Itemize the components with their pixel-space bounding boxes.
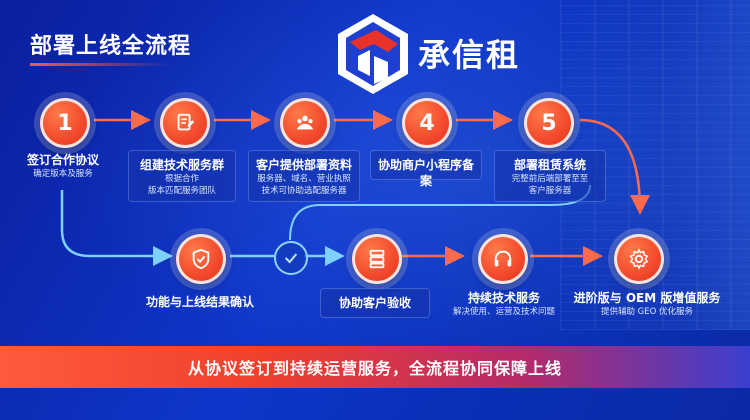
step-support-circle <box>478 234 528 284</box>
step-4-card: 协助商户小程序备案 <box>370 150 482 188</box>
step-3-sub2: 技术可协助选配服务器 <box>261 186 347 196</box>
step-2-sub2: 版本匹配服务团队 <box>147 186 216 196</box>
arrow-5-down <box>579 118 650 215</box>
step-advanced-circle <box>614 234 664 284</box>
step-acceptance-circle <box>352 234 402 284</box>
step-acceptance-title: 协助客户验收 <box>338 296 411 310</box>
step-support-label: 持续技术服务 解决使用、运营及技术问题 <box>442 290 566 318</box>
step-advanced-label: 进阶版与 OEM 版增值服务 提供辅助 GEO 优化服务 <box>572 290 722 318</box>
slogan-text: 从协议签订到持续运营服务，全流程协同保障上线 <box>187 359 562 378</box>
step-5-card: 部署租赁系统 完整前后端部署至至 客户服务器 <box>494 150 606 202</box>
step-support-title: 持续技术服务 <box>467 291 540 305</box>
document-edit-icon <box>177 113 195 131</box>
step-5-circle: 5 <box>524 98 574 148</box>
step-1-sub: 确定版本及服务 <box>33 169 93 179</box>
step-5-sub1: 完整前后端部署至至 <box>511 174 589 184</box>
step-3-card: 客户提供部署资料 服务器、域名、营业执照 技术可协助选配服务器 <box>248 150 360 202</box>
step-acceptance-card: 协助客户验收 <box>320 288 430 318</box>
brand-name: 承信租 <box>418 36 521 74</box>
step-advanced-sub: 提供辅助 GEO 优化服务 <box>600 307 694 317</box>
step-3-title: 客户提供部署资料 <box>255 158 352 172</box>
server-icon <box>369 249 385 269</box>
step-4-number: 4 <box>419 110 435 136</box>
checkpoint-node <box>274 241 308 275</box>
check-icon <box>284 253 298 264</box>
slogan-banner: 从协议签订到持续运营服务，全流程协同保障上线 <box>0 346 750 388</box>
shield-check-icon <box>192 248 210 270</box>
step-4-title: 协助商户小程序备案 <box>377 158 474 188</box>
step-confirm-title: 功能与上线结果确认 <box>145 295 254 309</box>
step-5-title: 部署租赁系统 <box>513 158 586 172</box>
gear-icon <box>629 248 649 270</box>
step-2-circle <box>160 98 210 148</box>
headset-icon <box>494 250 512 267</box>
step-1-title: 签订合作协议 <box>26 153 99 167</box>
step-confirm-label: 功能与上线结果确认 <box>138 294 262 310</box>
step-1-circle: 1 <box>40 98 90 148</box>
brand-logo-icon <box>336 12 410 96</box>
title-underline <box>30 63 170 66</box>
step-1-label: 签订合作协议 确定版本及服务 <box>18 152 108 180</box>
step-advanced-title: 进阶版与 OEM 版增值服务 <box>573 291 721 305</box>
step-4-circle: 4 <box>402 98 452 148</box>
loop-line <box>60 190 173 266</box>
step-1-number: 1 <box>57 110 73 136</box>
step-2-card: 组建技术服务群 根据合作 版本匹配服务团队 <box>128 150 236 202</box>
step-3-circle <box>280 98 330 148</box>
step-3-sub1: 服务器、域名、营业执照 <box>257 174 351 184</box>
step-support-sub: 解决使用、运营及技术问题 <box>452 307 555 317</box>
step-2-title: 组建技术服务群 <box>139 158 224 172</box>
step-5-sub2: 客户服务器 <box>528 186 572 196</box>
team-icon <box>296 115 314 130</box>
step-5-number: 5 <box>541 110 557 136</box>
step-2-sub1: 根据合作 <box>164 174 199 184</box>
step-confirm-circle <box>176 234 226 284</box>
page-title: 部署上线全流程 <box>30 34 192 59</box>
